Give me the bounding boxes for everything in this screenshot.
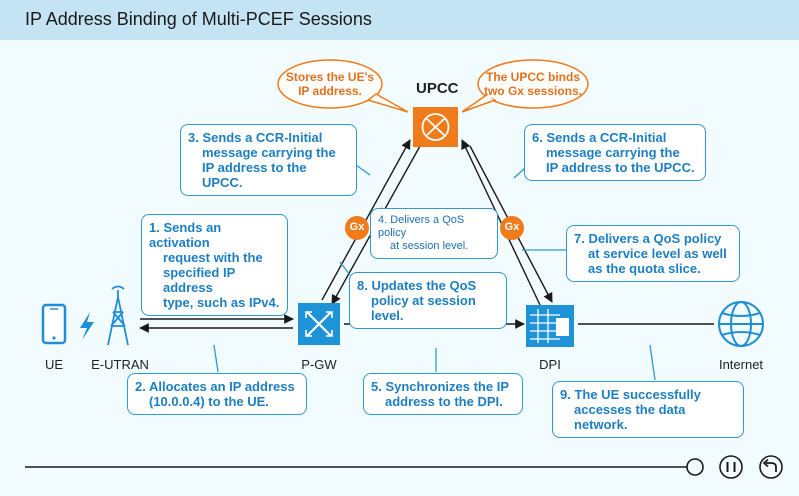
connector-step3	[355, 164, 371, 176]
connector-step9	[649, 344, 656, 381]
internet-globe-icon	[718, 301, 764, 347]
step-1-callout: 1. Sends an activation request with the …	[141, 214, 288, 316]
step-6-callout: 6. Sends a CCR-Initial message carrying …	[524, 124, 706, 181]
gx-right-label: Gx	[504, 221, 520, 233]
bubble-store-ip: Stores the UE's IP address.	[285, 70, 375, 98]
step-9-callout: 9. The UE successfully accesses the data…	[552, 381, 744, 438]
pgw-to-upcc-arrow	[321, 139, 411, 301]
pgw-label: P-GW	[301, 357, 337, 372]
dpi-to-upcc-arrow	[461, 139, 541, 306]
pgw-node-icon	[298, 303, 340, 345]
upcc-node-icon	[413, 107, 458, 147]
gx-left-label: Gx	[349, 221, 365, 233]
upcc-label: UPCC	[416, 80, 459, 97]
progress-handle[interactable]	[686, 458, 704, 476]
ue-phone-icon	[41, 303, 67, 345]
pause-icon[interactable]	[719, 455, 743, 479]
bubble-bind-sessions: The UPCC binds two Gx sessions.	[483, 70, 583, 98]
connector-step8	[339, 261, 351, 276]
step-4-callout: 4. Delivers a QoS policy at session leve…	[370, 208, 498, 259]
dpi-node-icon	[526, 305, 574, 347]
replay-icon[interactable]	[759, 455, 783, 479]
gx-left-icon	[345, 216, 369, 240]
title-bar: IP Address Binding of Multi-PCEF Session…	[0, 0, 799, 40]
eutran-tower-icon	[107, 285, 129, 346]
step-3-callout: 3. Sends a CCR-Initial message carrying …	[180, 124, 357, 196]
bubble-left-shape	[277, 59, 409, 113]
bubble-right-shape	[461, 59, 589, 113]
connector-step6	[513, 167, 526, 179]
eutran-label: E-UTRAN	[91, 357, 149, 372]
step-2-callout: 2. Allocates an IP address (10.0.0.4) to…	[127, 373, 307, 415]
connector-step2	[213, 344, 219, 373]
dpi-label: DPI	[539, 357, 561, 372]
wireless-signal-icon	[80, 312, 94, 340]
ue-label: UE	[44, 357, 64, 372]
internet-label: Internet	[718, 357, 764, 372]
step-5-callout: 5. Synchronizes the IP address to the DP…	[363, 373, 523, 415]
step-8-callout: 8. Updates the QoS policy at session lev…	[349, 272, 507, 329]
page-title: IP Address Binding of Multi-PCEF Session…	[25, 9, 372, 29]
gx-right-icon	[500, 216, 524, 240]
step-7-callout: 7. Delivers a QoS policy at service leve…	[566, 225, 740, 282]
